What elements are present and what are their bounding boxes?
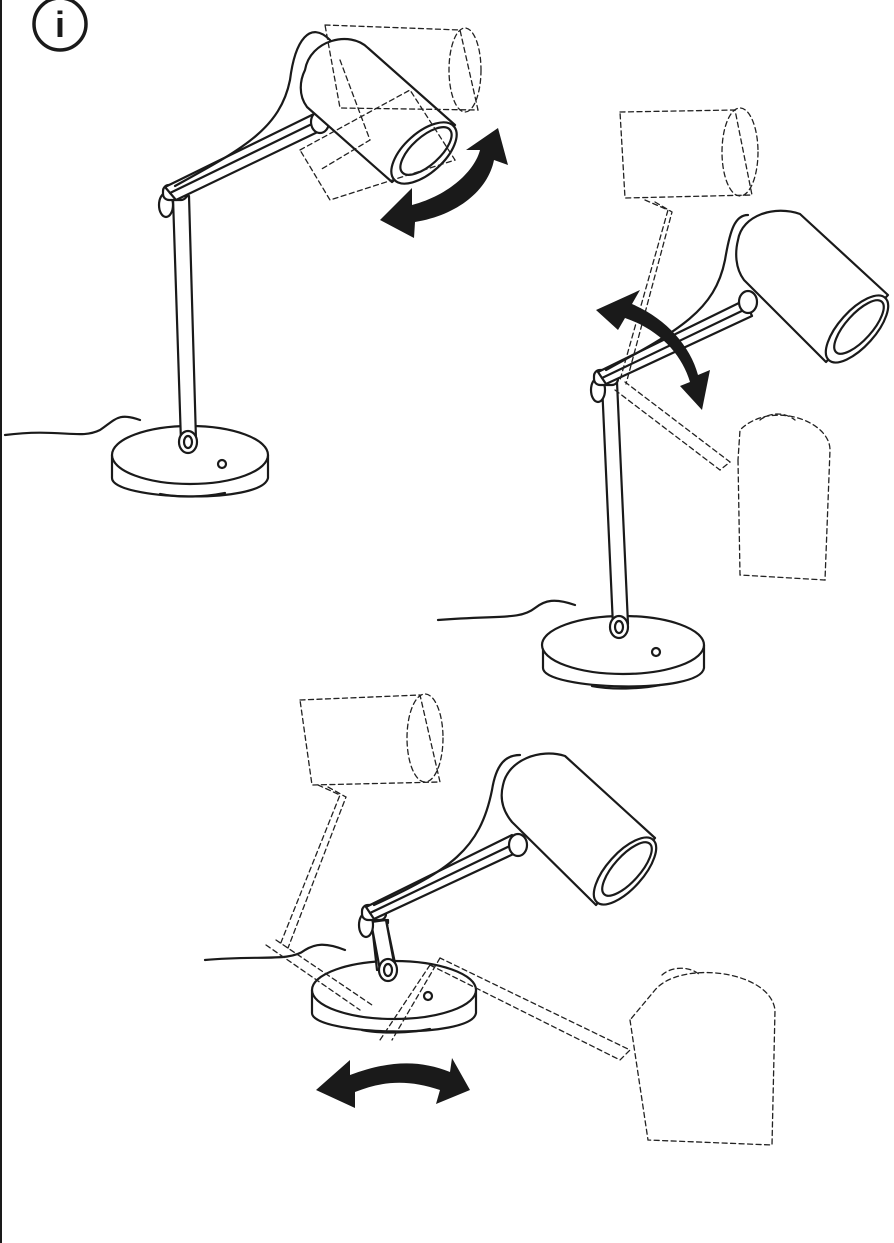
lower-arm [600,380,630,628]
base-knob [377,957,399,983]
ghost-shade [265,693,776,1146]
raise-arrow [596,290,710,410]
power-cord [3,415,142,437]
panel-arm-raise [436,107,890,690]
power-cord [436,599,577,622]
lamp-base [110,424,270,498]
lamp-shade [735,209,890,364]
wire-loop [372,753,522,907]
info-icon: i [32,0,88,52]
lamp-shade [500,752,658,907]
panel-base-rotate [203,693,776,1146]
wire-loop [604,213,750,372]
lamp-base [540,614,706,690]
info-glyph: i [55,4,65,45]
rotate-arrow [316,1058,470,1108]
lower-arm [171,194,198,444]
tilt-arrow [380,128,508,238]
power-cord [203,943,347,962]
head-joint [507,832,529,858]
ghost-shade [614,107,831,581]
panel-head-tilt [3,24,508,498]
page-border [0,0,2,1243]
lamp-shade [299,38,458,185]
ghost-shade [299,24,482,201]
base-knob [608,614,630,640]
wire-loop [173,31,332,188]
head-joint [737,289,759,315]
base-knob [177,429,199,455]
